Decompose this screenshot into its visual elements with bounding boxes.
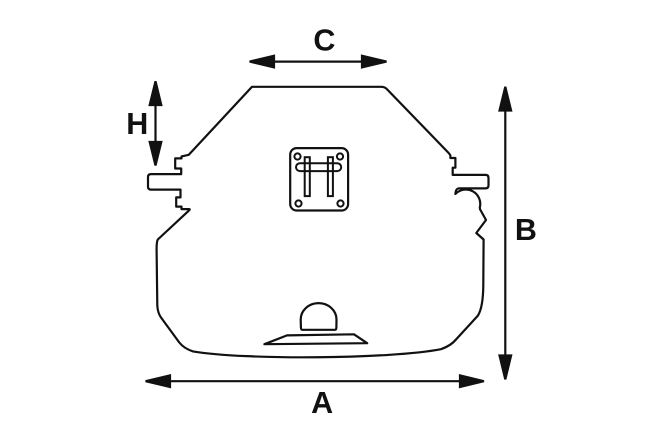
svg-text:C: C [313, 24, 335, 58]
svg-text:H: H [126, 107, 148, 141]
svg-text:A: A [311, 386, 333, 420]
svg-text:B: B [515, 213, 537, 247]
